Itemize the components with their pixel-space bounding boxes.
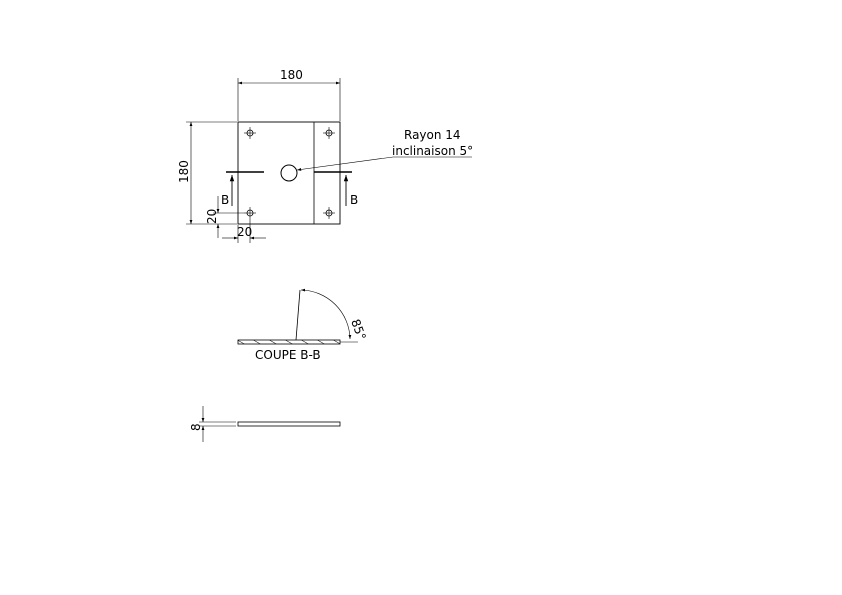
hole-axis-line xyxy=(295,289,301,341)
radius-callout: Rayon 14 inclinaison 5° xyxy=(296,128,473,171)
angle-dimension-arc xyxy=(300,288,352,340)
mounting-hole xyxy=(323,207,335,219)
section-view: 85° COUPE B-B xyxy=(237,288,369,362)
thickness-dimension-value: 8 xyxy=(189,423,203,431)
angle-dimension-value: 85° xyxy=(348,317,368,342)
side-view: 8 xyxy=(189,406,341,442)
height-dimension-value: 180 xyxy=(177,160,191,183)
hole-offset-y-dimension xyxy=(213,196,244,238)
central-hole xyxy=(280,164,298,182)
plan-view: B B 180 180 20 20 xyxy=(177,68,358,243)
mounting-hole xyxy=(323,127,335,139)
side-plate-outline xyxy=(237,421,341,427)
plate-outline xyxy=(237,121,341,225)
hole-offset-x-value: 20 xyxy=(237,225,252,239)
hole-offset-y-value: 20 xyxy=(205,209,219,224)
section-plate-hatch xyxy=(237,339,341,345)
thickness-dimension xyxy=(199,406,236,442)
callout-radius-text: Rayon 14 xyxy=(404,128,461,142)
callout-inclination-text: inclinaison 5° xyxy=(392,144,473,158)
mounting-hole xyxy=(244,207,256,219)
height-dimension xyxy=(186,121,237,225)
section-title: COUPE B-B xyxy=(255,348,321,362)
width-dimension-value: 180 xyxy=(280,68,303,82)
section-marker-left: B xyxy=(221,193,229,207)
section-marker-right: B xyxy=(350,193,358,207)
width-dimension xyxy=(237,78,341,121)
hole-offset-x-dimension xyxy=(222,219,266,243)
mounting-hole xyxy=(244,127,256,139)
section-line xyxy=(226,171,352,206)
